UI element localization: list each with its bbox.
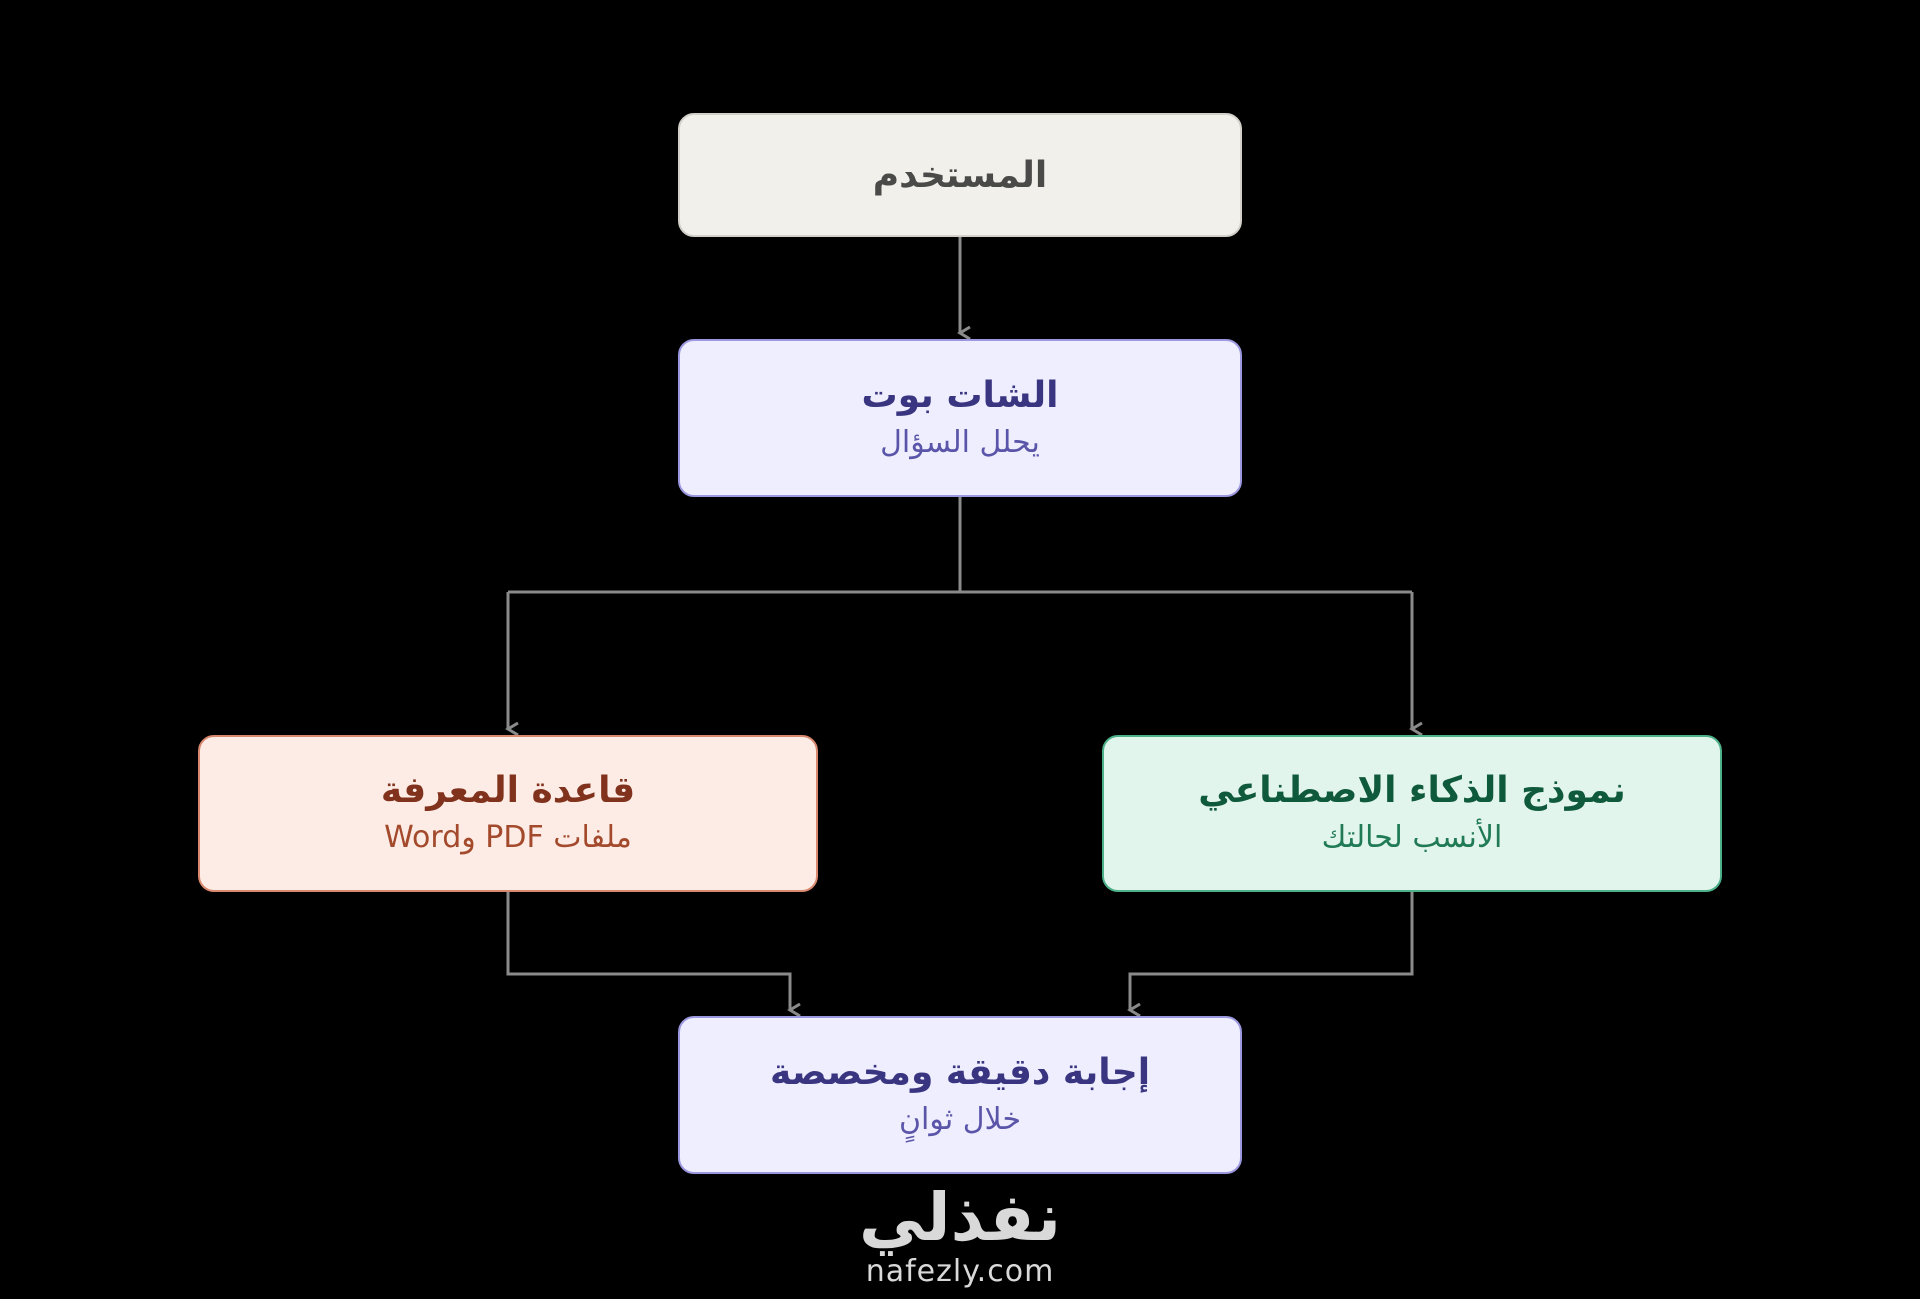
node-user-title: المستخدم [872,154,1048,196]
node-knowledge-base-subtitle: ملفات PDF وWord [384,820,632,855]
brand-logo: نفذلي nafezly.com [760,1179,1160,1289]
node-knowledge-base: قاعدة المعرفة ملفات PDF وWord [198,735,818,892]
node-answer: إجابة دقيقة ومخصصة خلال ثوانٍ [678,1016,1242,1174]
arrow-knowledge-base-to-answer [506,892,790,1010]
node-chatbot-subtitle: يحلل السؤال [880,424,1040,460]
node-user: المستخدم [678,113,1242,237]
node-answer-subtitle: خلال ثوانٍ [899,1101,1021,1137]
node-answer-title: إجابة دقيقة ومخصصة [769,1051,1151,1093]
node-knowledge-base-title: قاعدة المعرفة [380,770,636,811]
brand-logo-arabic: نفذلي [859,1179,1061,1256]
node-chatbot-title: الشات بوت [861,374,1059,416]
arrow-ai-model-to-answer [1130,892,1414,1010]
brand-logo-domain: nafezly.com [865,1254,1055,1289]
node-ai-model: نموذج الذكاء الاصطناعي الأنسب لحالتك [1102,735,1722,892]
node-chatbot: الشات بوت يحلل السؤال [678,339,1242,497]
node-ai-model-subtitle: الأنسب لحالتك [1321,820,1503,855]
node-ai-model-title: نموذج الذكاء الاصطناعي [1198,770,1626,811]
